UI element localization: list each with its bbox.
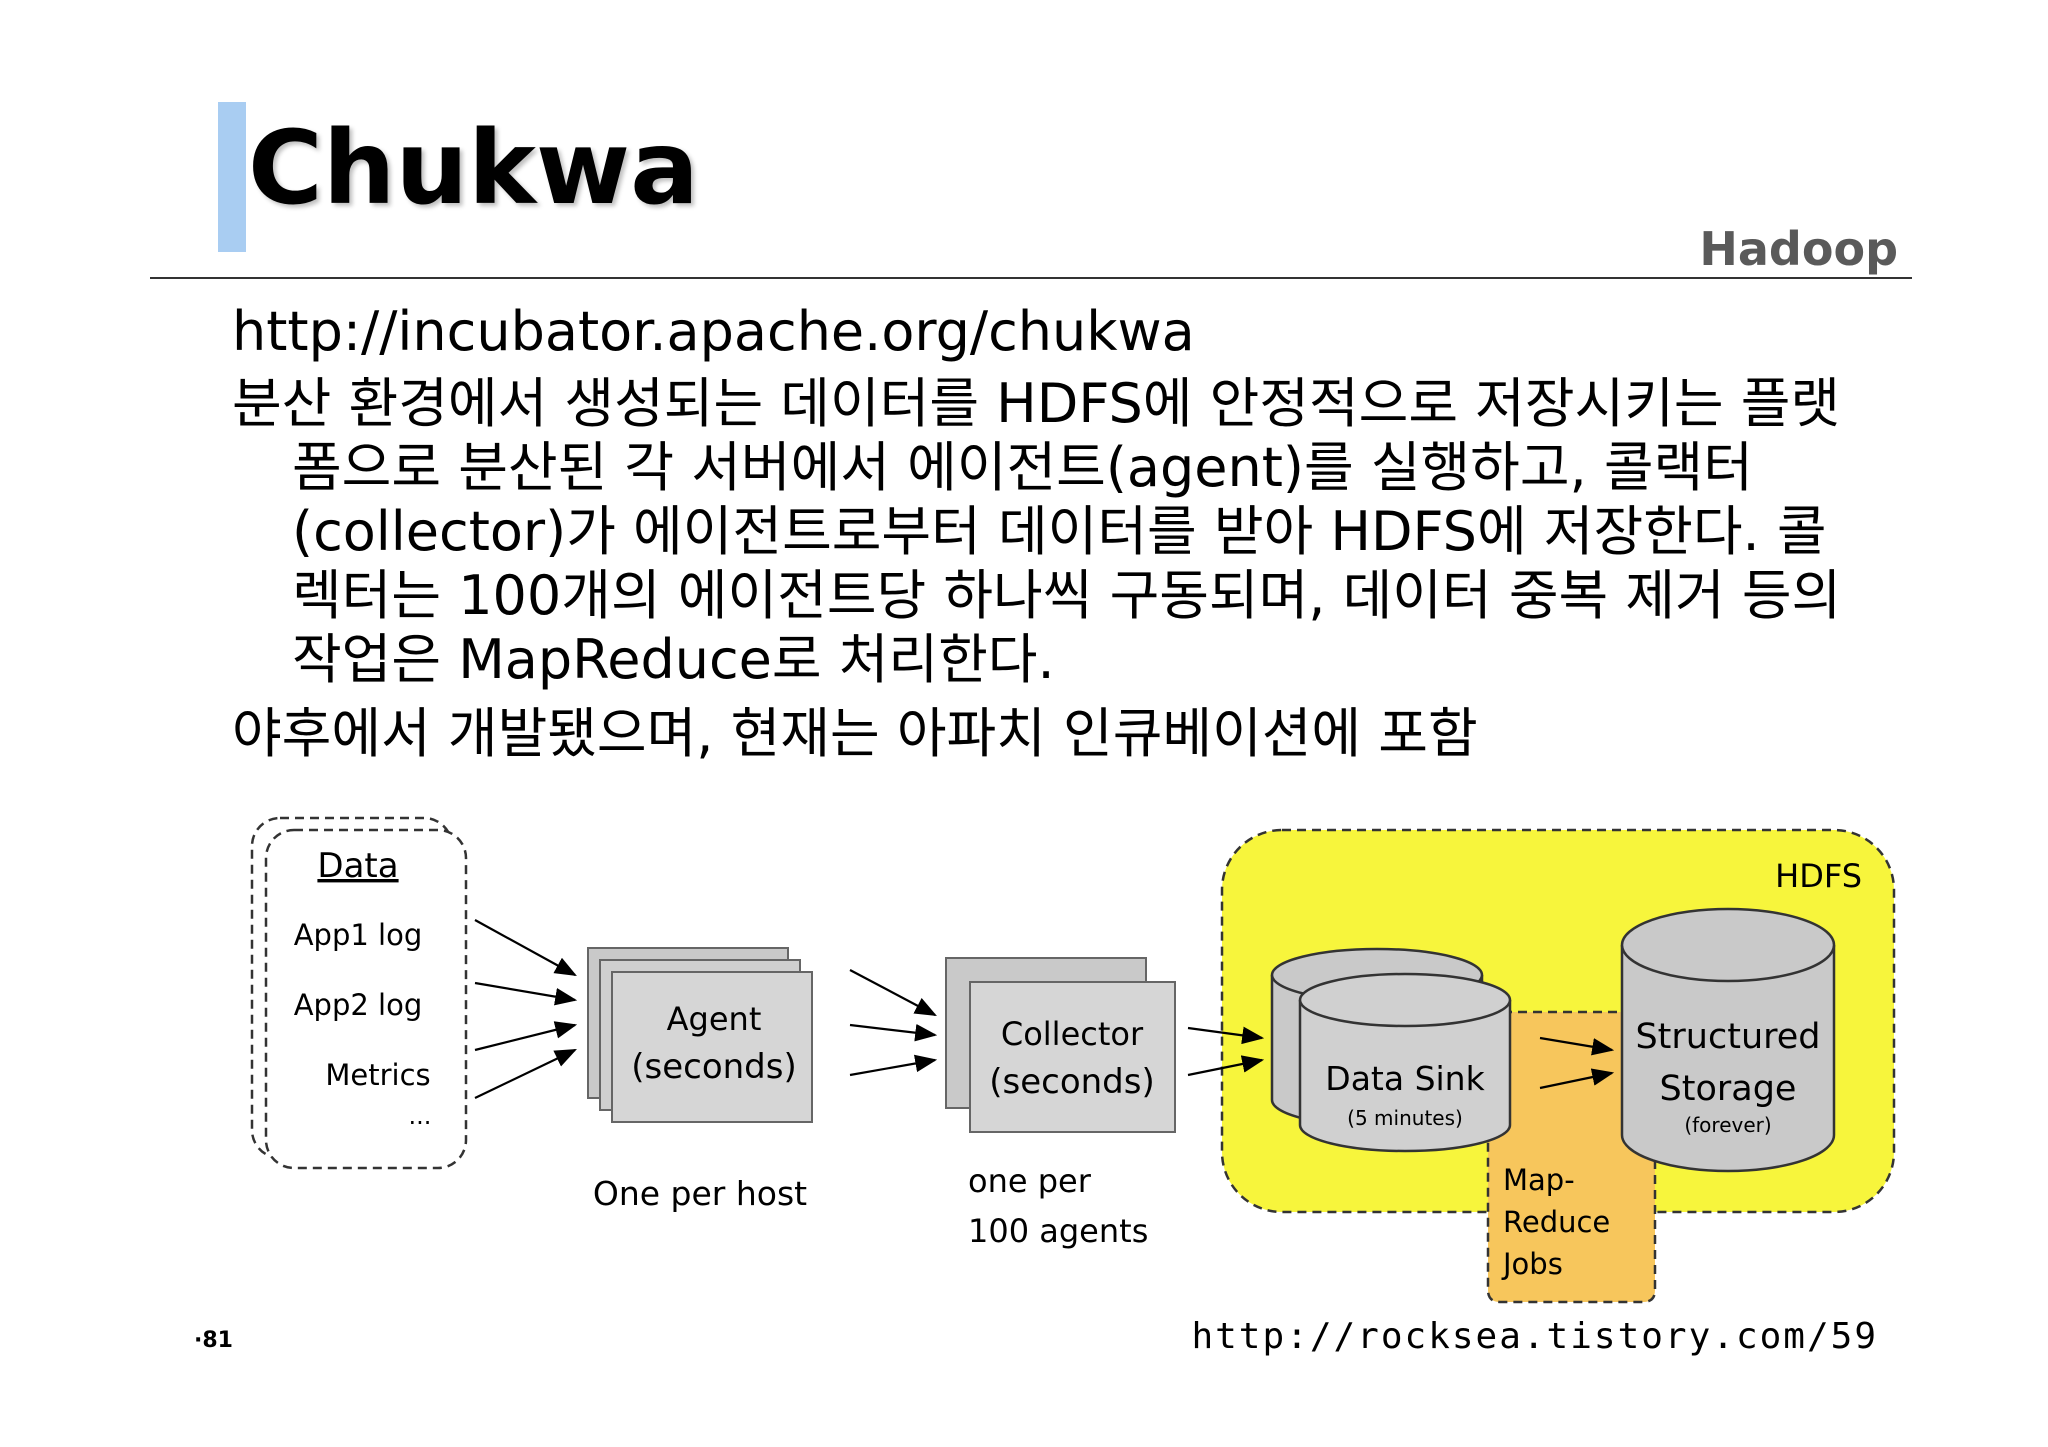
- agent-interval: (seconds): [631, 1047, 797, 1087]
- collector-caption-line2: 100 agents: [968, 1212, 1148, 1250]
- mapreduce-line1: Map-: [1503, 1163, 1575, 1197]
- storage-label-line1: Structured: [1635, 1017, 1820, 1057]
- storage-label-line2: Storage: [1660, 1069, 1797, 1109]
- title-accent-bar: [218, 102, 246, 252]
- storage-retention: (forever): [1684, 1113, 1771, 1137]
- source-url[interactable]: http://rocksea.tistory.com/59: [1191, 1316, 1878, 1357]
- agent-to-collector-arrows: [849, 969, 938, 1077]
- description-paragraph: 분산 환경에서 생성되는 데이터를 HDFS에 안정적으로 저장시키는 플랫폼으…: [232, 372, 1842, 691]
- collector-to-sink-arrows: [1187, 1026, 1265, 1077]
- data-box-title: Data: [317, 846, 398, 886]
- data-item-metrics: Metrics: [325, 1058, 430, 1092]
- agent-stack: Agent (seconds): [587, 947, 813, 1123]
- collector-caption-line1: one per: [968, 1162, 1092, 1200]
- data-item-app2: App2 log: [294, 988, 423, 1022]
- mapreduce-line3: Jobs: [1501, 1247, 1563, 1281]
- origin-paragraph: 야후에서 개발됐으며, 현재는 아파치 인큐베이션에 포함: [232, 702, 1478, 765]
- title-divider: [150, 277, 1912, 279]
- data-sink-cylinders: Data Sink (5 minutes): [1270, 947, 1512, 1153]
- data-item-app1: App1 log: [294, 918, 423, 952]
- collector-label: Collector: [1001, 1015, 1144, 1053]
- page-number: ·81: [194, 1328, 233, 1353]
- sink-to-storage-arrows: [1539, 1036, 1615, 1090]
- slide-body: http://incubator.apache.org/chukwa 분산 환경…: [232, 300, 1872, 776]
- mapreduce-line2: Reduce: [1503, 1205, 1610, 1239]
- slide-title: Chukwa: [248, 109, 699, 228]
- data-sink-interval: (5 minutes): [1347, 1106, 1463, 1130]
- data-sink-label: Data Sink: [1325, 1059, 1485, 1098]
- data-to-agent-arrows: [474, 919, 578, 1099]
- agent-caption: One per host: [593, 1174, 807, 1213]
- slide-category: Hadoop: [1699, 222, 1898, 276]
- agent-label: Agent: [667, 1000, 762, 1038]
- data-item-more: ...: [409, 1102, 432, 1130]
- project-url[interactable]: http://incubator.apache.org/chukwa: [232, 300, 1195, 363]
- collector-interval: (seconds): [989, 1062, 1155, 1102]
- data-sources-box: Data App1 log App2 log Metrics ...: [250, 816, 468, 1170]
- structured-storage-cylinder: Structured Storage (forever): [1620, 907, 1836, 1173]
- collector-stack: Collector (seconds): [945, 957, 1176, 1133]
- hdfs-label: HDFS: [1775, 857, 1862, 895]
